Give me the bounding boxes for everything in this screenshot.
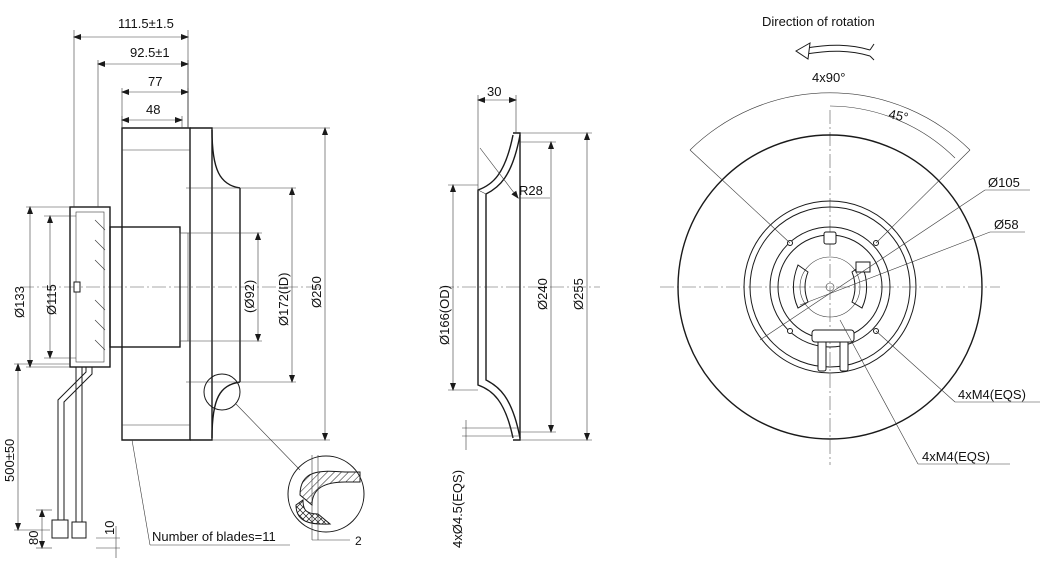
svg-text:4x90°: 4x90°: [812, 70, 845, 85]
dim-dia-255: Ø255: [520, 132, 592, 441]
thread-callout-1: 4xM4(EQS): [875, 330, 1040, 403]
svg-text:30: 30: [487, 84, 501, 99]
svg-text:77: 77: [148, 74, 162, 89]
shroud-top: [211, 129, 241, 189]
detail-marker-circle: [203, 373, 241, 411]
dim-dia-133: Ø133: [12, 206, 70, 368]
ring-profile-inner: [485, 134, 521, 439]
svg-text:Ø133: Ø133: [12, 286, 27, 318]
thread-callout-2: 4xM4(EQS): [839, 319, 1010, 465]
dim-length-4: 48: [121, 102, 183, 128]
rotation-title: Direction of rotation: [762, 14, 875, 29]
hub-circle: [799, 256, 861, 318]
dim-dia-58: Ø58: [799, 217, 1025, 306]
blade-edges: [122, 149, 190, 426]
ring-profile-outer: [477, 134, 514, 439]
svg-text:80: 80: [26, 531, 41, 545]
dim-length-3: 77: [121, 74, 189, 128]
hub-end: [179, 232, 189, 342]
dim-cable-length: 500±50: [2, 363, 70, 531]
svg-text:10: 10: [102, 521, 117, 535]
dim-dia-172-id: Ø172(ID): [240, 187, 296, 383]
dim-dia-92: (Ø92): [188, 232, 262, 342]
svg-text:111.5±1.5: 111.5±1.5: [118, 16, 174, 31]
motor-ring: [769, 226, 891, 348]
svg-text:Ø105: Ø105: [988, 175, 1020, 190]
back-plate: [190, 127, 213, 441]
blades-callout: Number of blades=11: [131, 439, 290, 546]
holes-callout: 4xØ4.5(EQS): [450, 420, 520, 548]
inner-ring-1: [743, 200, 917, 374]
detail-leader: [235, 403, 301, 471]
dim-dia-250: Ø250: [212, 127, 330, 441]
radius-r28: R28: [479, 147, 550, 199]
right-front-view: Direction of rotation: [660, 14, 1040, 465]
svg-text:Ø240: Ø240: [535, 278, 550, 310]
svg-text:4xØ4.5(EQS): 4xØ4.5(EQS): [450, 470, 465, 548]
stator-ribs: [73, 219, 106, 351]
detail-view: 2: [287, 455, 365, 548]
cable-glands: [811, 329, 855, 372]
dim-dia-166-od: Ø166(OD): [437, 184, 478, 391]
rotation-arrow-icon: [795, 42, 875, 61]
svg-text:Ø166(OD): Ø166(OD): [437, 285, 452, 345]
angle-45: 45°: [829, 105, 956, 159]
svg-text:92.5±1: 92.5±1: [130, 45, 170, 60]
dim-length-2: 92.5±1: [97, 45, 189, 207]
cables: [51, 367, 93, 539]
dim-dia-240: Ø240: [520, 141, 556, 433]
angle-4x90: 4x90°: [689, 70, 971, 244]
ring-flange: [513, 132, 521, 441]
svg-text:Ø255: Ø255: [571, 278, 586, 310]
svg-text:500±50: 500±50: [2, 439, 17, 482]
outer-disc: [677, 134, 983, 440]
middle-inlet-ring-view: 30 R28 Ø166(OD) Ø240 Ø255: [437, 84, 600, 548]
dim-10: 10: [96, 521, 120, 558]
svg-text:Ø172(ID): Ø172(ID): [276, 273, 291, 326]
svg-text:Ø115: Ø115: [44, 284, 59, 315]
svg-text:48: 48: [146, 102, 160, 117]
svg-text:Ø58: Ø58: [994, 217, 1019, 232]
shaft: [825, 282, 835, 292]
dim-30: 30: [477, 84, 517, 190]
inner-ring-2: [749, 206, 911, 368]
dim-80: 80: [26, 509, 52, 549]
left-side-view: 2 111.5±1.5 92.5±1: [2, 16, 365, 558]
dim-total-length: 111.5±1.5: [73, 16, 189, 207]
dim-dia-115: Ø115: [44, 215, 76, 359]
svg-text:(Ø92): (Ø92): [242, 280, 257, 313]
detail-dim-2: 2: [355, 534, 362, 548]
dim-dia-105: Ø105: [759, 175, 1030, 341]
svg-text:4xM4(EQS): 4xM4(EQS): [958, 387, 1026, 402]
shroud-bottom: [211, 381, 241, 439]
svg-text:R28: R28: [519, 183, 543, 198]
svg-text:4xM4(EQS): 4xM4(EQS): [922, 449, 990, 464]
svg-text:Ø250: Ø250: [309, 276, 324, 308]
svg-text:45°: 45°: [887, 106, 909, 125]
svg-text:Number of blades=11: Number of blades=11: [152, 529, 276, 544]
